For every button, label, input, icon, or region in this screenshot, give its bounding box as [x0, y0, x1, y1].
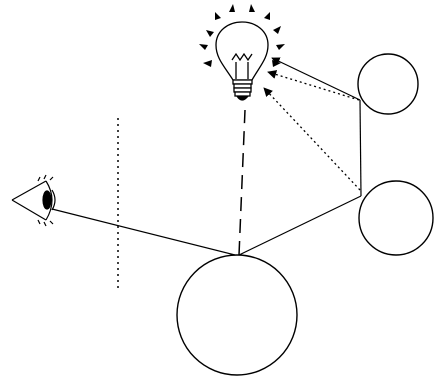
- light-bulb-icon: [215, 21, 269, 101]
- shadow-ray-large-sphere: [238, 109, 246, 256]
- eye-icon: [11, 174, 56, 227]
- ray-eye-to-large-sphere: [51, 208, 236, 256]
- ray-middle-to-upper-sphere: [359, 99, 362, 197]
- ray-upper-sphere-to-light: [271, 57, 361, 101]
- shadow-ray-middle-sphere: [263, 87, 361, 191]
- ray-large-to-middle-sphere: [238, 195, 362, 256]
- upper-sphere: [357, 53, 419, 115]
- shadow-ray-upper-sphere: [267, 70, 360, 101]
- large-sphere: [176, 254, 298, 376]
- middle-sphere: [358, 180, 434, 256]
